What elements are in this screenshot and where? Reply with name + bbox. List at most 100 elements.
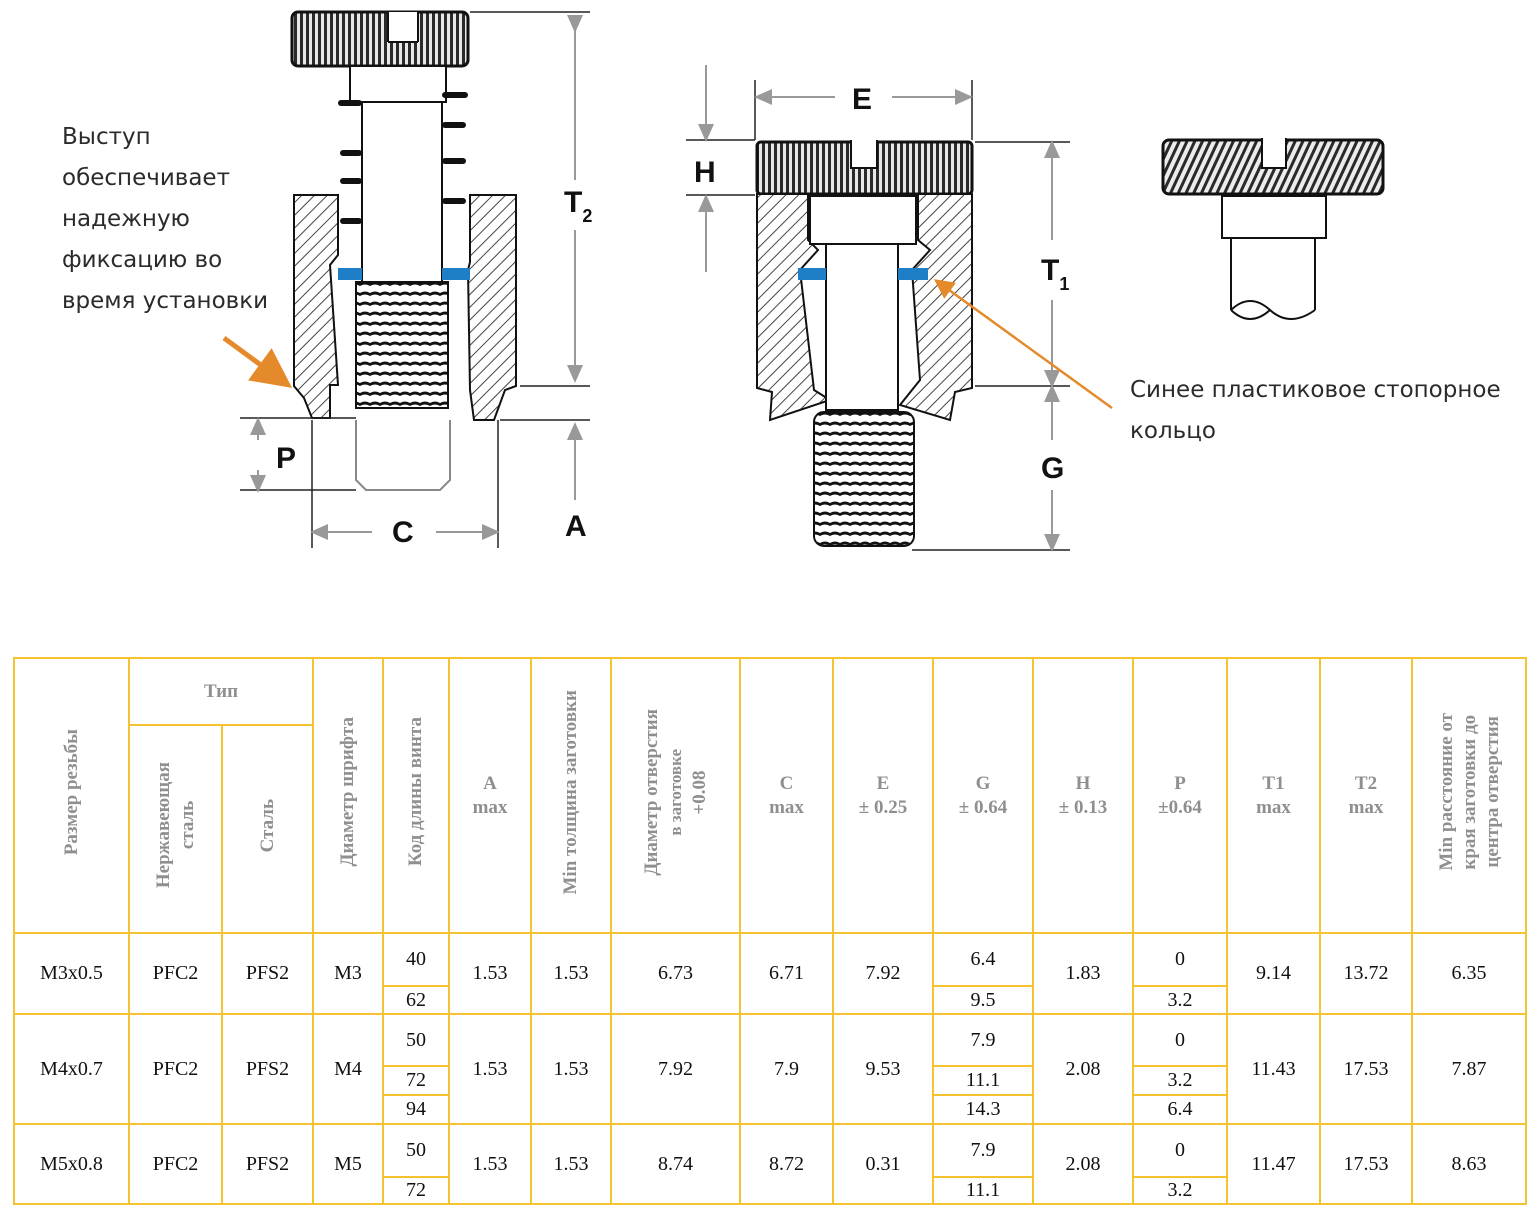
cell-e: 9.53 — [832, 1013, 935, 1125]
callout-line: фиксацию во — [62, 247, 223, 273]
cell-c: 8.72 — [739, 1123, 835, 1205]
cell-t2: 17.53 — [1319, 1013, 1414, 1125]
callout-line: кольцо — [1130, 418, 1216, 444]
callout-line: время установки — [62, 288, 269, 314]
cell-g: 6.4 — [932, 932, 1035, 987]
left-assembly: T2 P C A — [222, 10, 592, 549]
cell-steel: PFS2 — [220, 1013, 315, 1125]
cell-pin: M4 — [312, 1013, 385, 1125]
cell-hole: 7.92 — [610, 1013, 742, 1125]
header-steel: Сталь — [220, 724, 315, 934]
cell-min-thickness: 1.53 — [530, 932, 613, 1015]
table-subrow: 62 9.5 3.2 — [14, 985, 1526, 1015]
retaining-ring — [338, 268, 362, 280]
cell-stainless: PFC2 — [128, 932, 223, 1015]
cell-g: 11.1 — [932, 1176, 1035, 1205]
cell-e: 7.92 — [832, 932, 935, 1015]
head-detail — [1161, 138, 1385, 320]
cell-p: 3.2 — [1132, 1065, 1229, 1096]
cell-g: 9.5 — [932, 985, 1035, 1015]
cell-thread: M5x0.8 — [13, 1123, 130, 1205]
cell-c: 6.71 — [739, 932, 835, 1015]
protrusion-callout: Выступ обеспечивает надежную фиксацию во… — [62, 117, 292, 322]
protrusion-arrow — [222, 335, 293, 388]
cell-t1: 9.14 — [1226, 932, 1322, 1015]
cell-pin: M3 — [312, 932, 385, 1015]
cell-g: 7.9 — [932, 1123, 1035, 1178]
dim-label-h: H — [694, 156, 716, 189]
cell-h: 2.08 — [1032, 1013, 1135, 1125]
callout-line: надежную — [62, 206, 190, 232]
header-e: E± 0.25 — [832, 657, 935, 934]
dim-label-e: E — [852, 83, 872, 116]
table-subrow: 72 11.1 3.2 — [14, 1065, 1526, 1096]
table-row: M5x0.8 PFC2 PFS2 M5 50 1.53 1.53 8.74 8.… — [13, 1123, 1528, 1205]
cell-a: 1.53 — [448, 932, 533, 1015]
cell-t1: 11.43 — [1226, 1013, 1322, 1125]
callout-line: обеспечивает — [62, 165, 230, 191]
cell-length-code: 62 — [382, 985, 451, 1015]
cell-g: 11.1 — [932, 1065, 1035, 1096]
cell-t1: 11.47 — [1226, 1123, 1322, 1205]
header-thread-size: Размер резьбы — [13, 657, 130, 934]
cell-length-code: 50 — [382, 1013, 451, 1067]
cell-e: 0.31 — [832, 1123, 935, 1205]
cell-min-thickness: 1.53 — [530, 1123, 613, 1205]
cell-length-code: 94 — [382, 1094, 451, 1125]
left-body-wall — [293, 194, 340, 419]
cell-p: 6.4 — [1132, 1094, 1229, 1125]
cell-min-edge: 7.87 — [1411, 1013, 1528, 1125]
cell-p: 3.2 — [1132, 985, 1229, 1015]
cell-length-code: 72 — [382, 1065, 451, 1096]
fastener-diagram: T2 P C A E H — [222, 10, 1385, 552]
cell-a: 1.53 — [448, 1013, 533, 1125]
cell-min-thickness: 1.53 — [530, 1013, 613, 1125]
cell-min-edge: 8.63 — [1411, 1123, 1528, 1205]
body-section-right — [898, 193, 973, 422]
threaded-shaft-installed — [813, 411, 915, 547]
cell-g: 7.9 — [932, 1013, 1035, 1067]
retaining-ring-installed — [798, 268, 826, 280]
cell-stainless: PFC2 — [128, 1123, 223, 1205]
cell-t2: 17.53 — [1319, 1123, 1414, 1205]
table-subrow: 94 14.3 6.4 — [14, 1094, 1526, 1125]
spring — [338, 92, 468, 224]
cell-p: 0 — [1132, 932, 1229, 987]
cell-a: 1.53 — [448, 1123, 533, 1205]
cell-length-code: 40 — [382, 932, 451, 987]
cell-min-edge: 6.35 — [1411, 932, 1528, 1015]
right-body-wall — [466, 194, 517, 421]
cell-hole: 6.73 — [610, 932, 742, 1015]
cell-steel: PFS2 — [220, 932, 315, 1015]
dim-label-p: P — [276, 442, 296, 475]
header-type: Тип — [127, 657, 315, 726]
cell-thread: M3x0.5 — [13, 932, 130, 1015]
ring-callout: Синее пластиковое стопорное кольцо — [1130, 370, 1530, 452]
cell-steel: PFS2 — [220, 1123, 315, 1205]
header-h: H± 0.13 — [1032, 657, 1135, 934]
cell-pin: M5 — [312, 1123, 385, 1205]
cell-h: 2.08 — [1032, 1123, 1135, 1205]
dim-label-t1: T1 — [1041, 254, 1069, 294]
cell-t2: 13.72 — [1319, 932, 1414, 1015]
header-p: P±0.64 — [1132, 657, 1229, 934]
cell-p: 0 — [1132, 1123, 1229, 1178]
table-row: M3x0.5 PFC2 PFS2 M3 40 1.53 1.53 6.73 6.… — [13, 932, 1528, 1015]
table-row: M4x0.7 PFC2 PFS2 M4 50 1.53 1.53 7.92 7.… — [13, 1013, 1528, 1125]
knurled-head — [290, 10, 470, 68]
cell-stainless: PFC2 — [128, 1013, 223, 1125]
cell-g: 14.3 — [932, 1094, 1035, 1125]
table-subrow: 72 11.1 3.2 — [14, 1176, 1526, 1205]
dim-label-c: C — [392, 516, 414, 549]
cell-thread: M4x0.7 — [13, 1013, 130, 1125]
specification-table: Размер резьбы Тип Диаметр шрифта Код дли… — [13, 657, 1528, 1205]
callout-line: Выступ — [62, 124, 151, 150]
callout-line: Синее пластиковое стопорное — [1130, 377, 1501, 403]
